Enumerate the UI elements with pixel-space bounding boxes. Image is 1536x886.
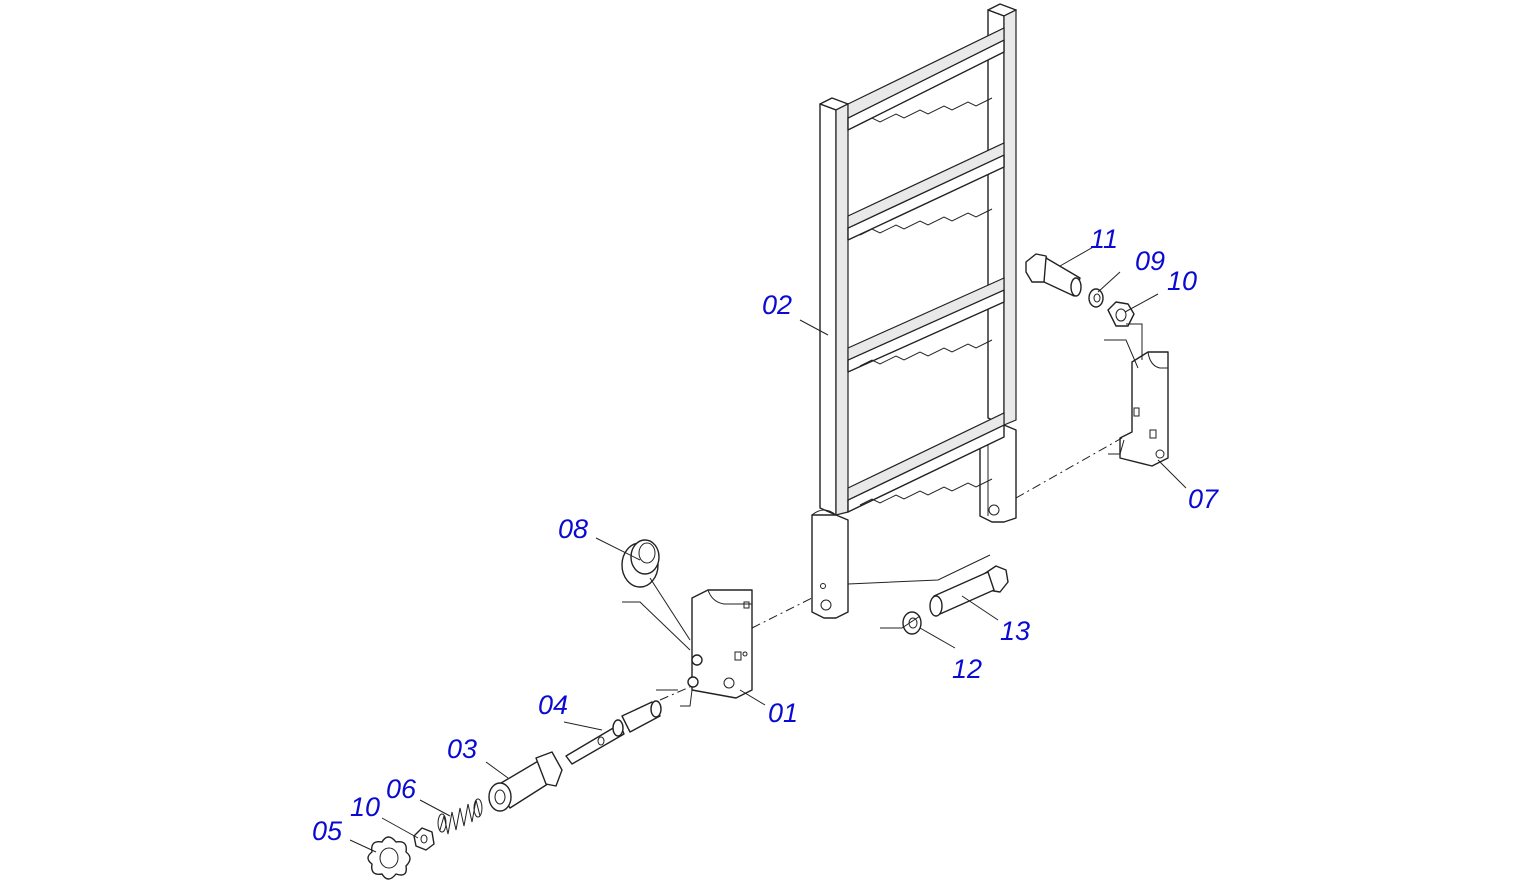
locking-pin — [565, 700, 662, 765]
center-lines — [659, 437, 1123, 701]
callout-12: 12 — [952, 654, 983, 684]
upper-bolt-assembly — [1025, 253, 1135, 327]
ladder-frame — [811, 3, 1017, 619]
lower-bolt-assembly — [902, 565, 1009, 635]
lower-nut — [413, 827, 435, 851]
callout-03: 03 — [447, 734, 478, 764]
callout-09: 09 — [1135, 246, 1166, 276]
star-knob — [367, 836, 411, 880]
leader-lines — [349, 245, 1187, 853]
callout-10-lower: 10 — [350, 792, 381, 822]
callout-02: 02 — [762, 290, 793, 320]
callout-01: 01 — [768, 698, 799, 728]
callout-05: 05 — [312, 816, 343, 846]
spring — [437, 798, 483, 835]
callout-10-upper: 10 — [1167, 266, 1198, 296]
callout-04: 04 — [538, 690, 569, 720]
callout-07: 07 — [1188, 484, 1219, 514]
callout-08: 08 — [558, 514, 589, 544]
pin-housing — [488, 751, 563, 812]
hinge-bracket-right — [1119, 351, 1169, 467]
end-cap — [621, 539, 660, 588]
hinge-bracket-left — [687, 589, 753, 699]
callout-11: 11 — [1090, 224, 1119, 254]
callout-06: 06 — [386, 774, 417, 804]
callout-13: 13 — [1000, 616, 1031, 646]
